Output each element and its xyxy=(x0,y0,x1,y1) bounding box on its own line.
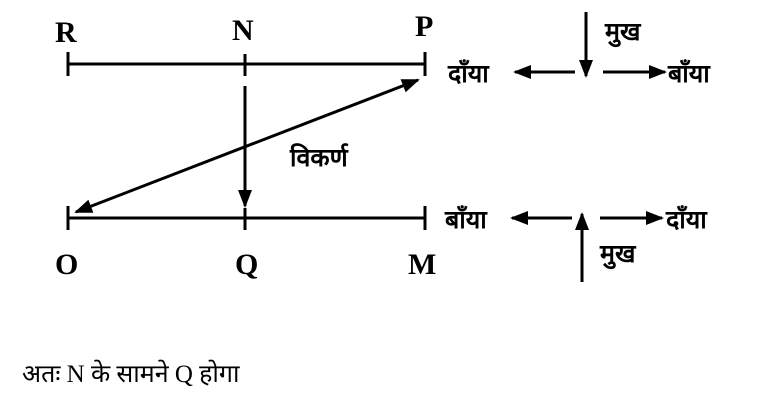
point-r-label: R xyxy=(55,16,77,49)
bottom-right-label: दाँया xyxy=(665,205,708,234)
point-o-label: O xyxy=(55,248,78,281)
diagonal-label: विकर्ण xyxy=(289,143,349,172)
bottom-left-label: बाँया xyxy=(444,205,488,234)
top-face-label: मुख xyxy=(604,17,642,48)
bottom-face-label: मुख xyxy=(599,239,637,270)
point-m-label: M xyxy=(408,248,436,281)
diagonal-arrow xyxy=(74,78,420,214)
point-p-label: P xyxy=(415,10,433,43)
point-n-label: N xyxy=(232,14,254,47)
conclusion-text: अतः N के सामने Q होगा xyxy=(22,361,240,388)
point-q-label: Q xyxy=(235,248,258,281)
seating-diagram: R N P O Q M विकर्ण मुख दाँया बाँया बाँया… xyxy=(55,10,711,282)
top-right-label: बाँया xyxy=(667,59,711,88)
top-left-label: दाँया xyxy=(447,59,490,88)
